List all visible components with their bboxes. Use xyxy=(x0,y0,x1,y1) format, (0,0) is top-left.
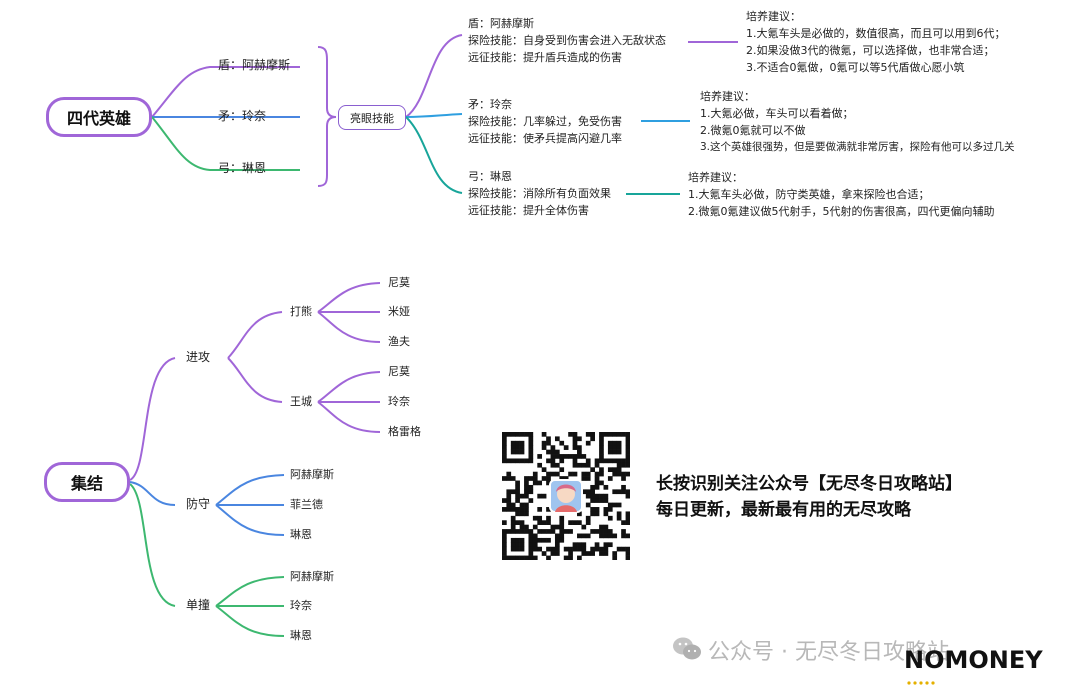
branch-spear: 矛：玲奈 xyxy=(218,109,267,123)
castle-item-2: 玲奈 xyxy=(388,395,410,408)
brace xyxy=(317,46,337,187)
advice-3-title: 培养建议： xyxy=(688,171,743,184)
qr-avatar-icon xyxy=(549,479,583,513)
qr-code-image[interactable] xyxy=(502,432,630,560)
advice-2-line1: 1.大氪必做，车头可以看着做； xyxy=(700,107,854,120)
connector-attack-bear xyxy=(227,311,283,359)
branch-attack: 进攻 xyxy=(186,350,211,364)
advice-1-line3: 3.不适合0氪做，0氪可以等5代盾做心愿小筑 xyxy=(746,61,965,74)
connector-mid-shield xyxy=(405,34,463,118)
defense-item-3: 琳恩 xyxy=(290,528,312,541)
connector-root-attack xyxy=(129,357,176,481)
branch-defense: 防守 xyxy=(186,497,211,511)
advice-1-line1: 1.大氪车头是必做的，数值很高，而且可以用到6代； xyxy=(746,27,1006,40)
logo-dots-icon xyxy=(907,681,935,685)
advice-3-line1: 1.大氪车头必做，防守类英雄，拿来探险也合适； xyxy=(688,188,930,201)
promo-line-2: 每日更新，最新最有用的无尽攻略 xyxy=(656,500,911,520)
advice-2-title: 培养建议： xyxy=(700,90,755,103)
node-bear: 打熊 xyxy=(290,305,312,318)
solo-item-2: 玲奈 xyxy=(290,599,312,612)
bear-item-3: 渔夫 xyxy=(388,335,410,348)
advice-3-line2: 2.微氪0氪建议做5代射手，5代射的伤害很高，四代更偏向辅助 xyxy=(688,205,995,218)
skill-shield-explore: 探险技能：自身受到伤害会进入无敌状态 xyxy=(468,34,666,47)
mindmap1-root: 四代英雄 xyxy=(46,97,152,137)
solo-item-1: 阿赫摩斯 xyxy=(290,570,334,583)
connector-mid-spear xyxy=(405,113,463,118)
promo-line-1: 长按识别关注公众号【无尽冬日攻略站】 xyxy=(656,474,962,494)
branch-shield: 盾：阿赫摩斯 xyxy=(218,58,291,72)
defense-item-2: 菲兰德 xyxy=(290,498,323,511)
skill-bow-expedition: 远征技能：提升全体伤害 xyxy=(468,204,589,217)
mindmap2-root: 集结 xyxy=(44,462,130,502)
skill-bow-title: 弓：琳恩 xyxy=(468,170,512,183)
advice-2-line3: 3.这个英雄很强势，但是要做满就非常厉害，探险有他可以多过几关 xyxy=(700,141,1015,153)
node-castle: 王城 xyxy=(290,395,312,408)
advice-1-title: 培养建议： xyxy=(746,10,801,23)
skill-spear-title: 矛：玲奈 xyxy=(468,98,512,111)
connector-attack-castle xyxy=(227,357,283,403)
advice-1-line2: 2.如果没做3代的微氪，可以选择做，也非常合适； xyxy=(746,44,995,57)
solo-item-3: 琳恩 xyxy=(290,629,312,642)
skill-spear-explore: 探险技能：几率躲过，免受伤害 xyxy=(468,115,622,128)
connector-root-bow xyxy=(151,116,300,171)
branch-solo: 单撞 xyxy=(186,598,211,612)
bear-item-1: 尼莫 xyxy=(388,276,410,289)
wechat-icon xyxy=(672,636,702,666)
advice-2-line2: 2.微氪0氪就可以不做 xyxy=(700,124,806,137)
bear-item-2: 米娅 xyxy=(388,305,410,318)
connector-root-shield xyxy=(151,66,300,118)
nomoney-logo: NOMONEY xyxy=(904,646,1043,674)
skill-spear-expedition: 远征技能：使矛兵提高闪避几率 xyxy=(468,132,622,145)
skill-shield-expedition: 远征技能：提升盾兵造成的伤害 xyxy=(468,51,622,64)
watermark-text: 公众号 · 无尽冬日攻略站 xyxy=(708,640,949,665)
connector-root-defense xyxy=(129,481,176,506)
castle-item-1: 尼莫 xyxy=(388,365,410,378)
mindmap1-mid: 亮眼技能 xyxy=(338,105,406,130)
skill-shield-title: 盾：阿赫摩斯 xyxy=(468,17,534,30)
connector-root-solo xyxy=(129,483,176,607)
connector-mid-bow xyxy=(405,116,463,194)
defense-item-1: 阿赫摩斯 xyxy=(290,468,334,481)
branch-bow: 弓：琳恩 xyxy=(218,161,267,175)
skill-bow-explore: 探险技能：消除所有负面效果 xyxy=(468,187,611,200)
castle-item-3: 格雷格 xyxy=(388,425,421,438)
